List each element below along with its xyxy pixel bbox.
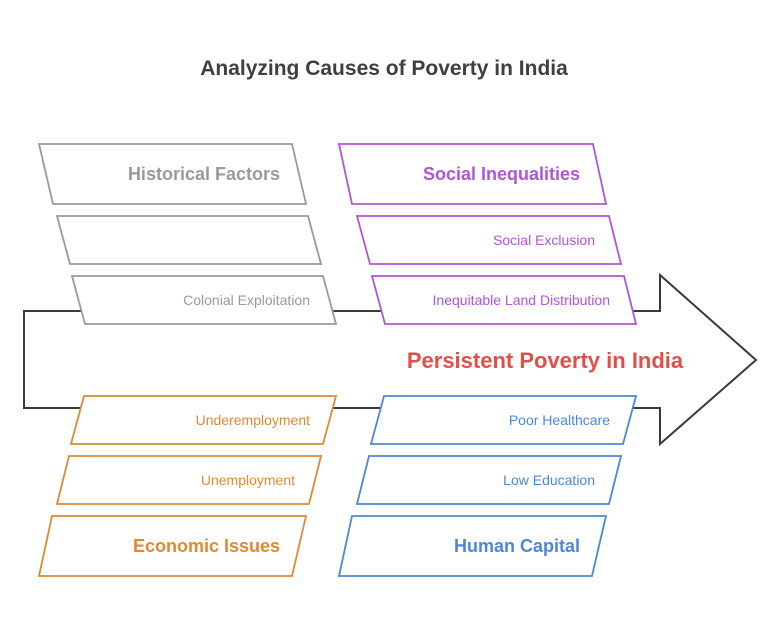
underemployment-box — [69, 395, 338, 445]
unemployment-label: Unemployment — [201, 472, 295, 488]
social-inequalities-box — [337, 143, 608, 205]
unemployment-box — [55, 455, 323, 505]
underemployment-label: Underemployment — [196, 412, 310, 428]
human-capital-group: Poor Healthcare Low Education Human Capi… — [337, 395, 638, 577]
economic-issues-group: Underemployment Unemployment Economic Is… — [37, 395, 338, 577]
low-education-label: Low Education — [503, 472, 595, 488]
economic-issues-label: Economic Issues — [133, 536, 280, 556]
social-exclusion-box — [355, 215, 623, 265]
poor-healthcare-box — [369, 395, 638, 445]
social-exclusion-label: Social Exclusion — [493, 232, 595, 248]
historical-factors-label: Historical Factors — [128, 164, 280, 184]
historical-item-box-empty — [55, 215, 323, 265]
historical-factors-box — [37, 143, 308, 205]
human-capital-label: Human Capital — [454, 536, 580, 556]
inequitable-land-distribution-box — [370, 275, 638, 325]
social-inequalities-label: Social Inequalities — [423, 164, 580, 184]
economic-issues-box — [37, 515, 308, 577]
low-education-box — [355, 455, 623, 505]
inequitable-land-distribution-label: Inequitable Land Distribution — [433, 292, 610, 308]
historical-item-box-colonial — [70, 275, 338, 325]
persistent-poverty-label: Persistent Poverty in India — [407, 348, 684, 373]
human-capital-box — [337, 515, 608, 577]
poor-healthcare-label: Poor Healthcare — [509, 412, 610, 428]
social-inequalities-group: Social Inequalities Social Exclusion Ine… — [337, 143, 638, 325]
diagram-title: Analyzing Causes of Poverty in India — [200, 57, 568, 80]
colonial-exploitation-label: Colonial Exploitation — [183, 292, 310, 308]
historical-factors-group: Historical Factors Colonial Exploitation — [37, 143, 338, 325]
